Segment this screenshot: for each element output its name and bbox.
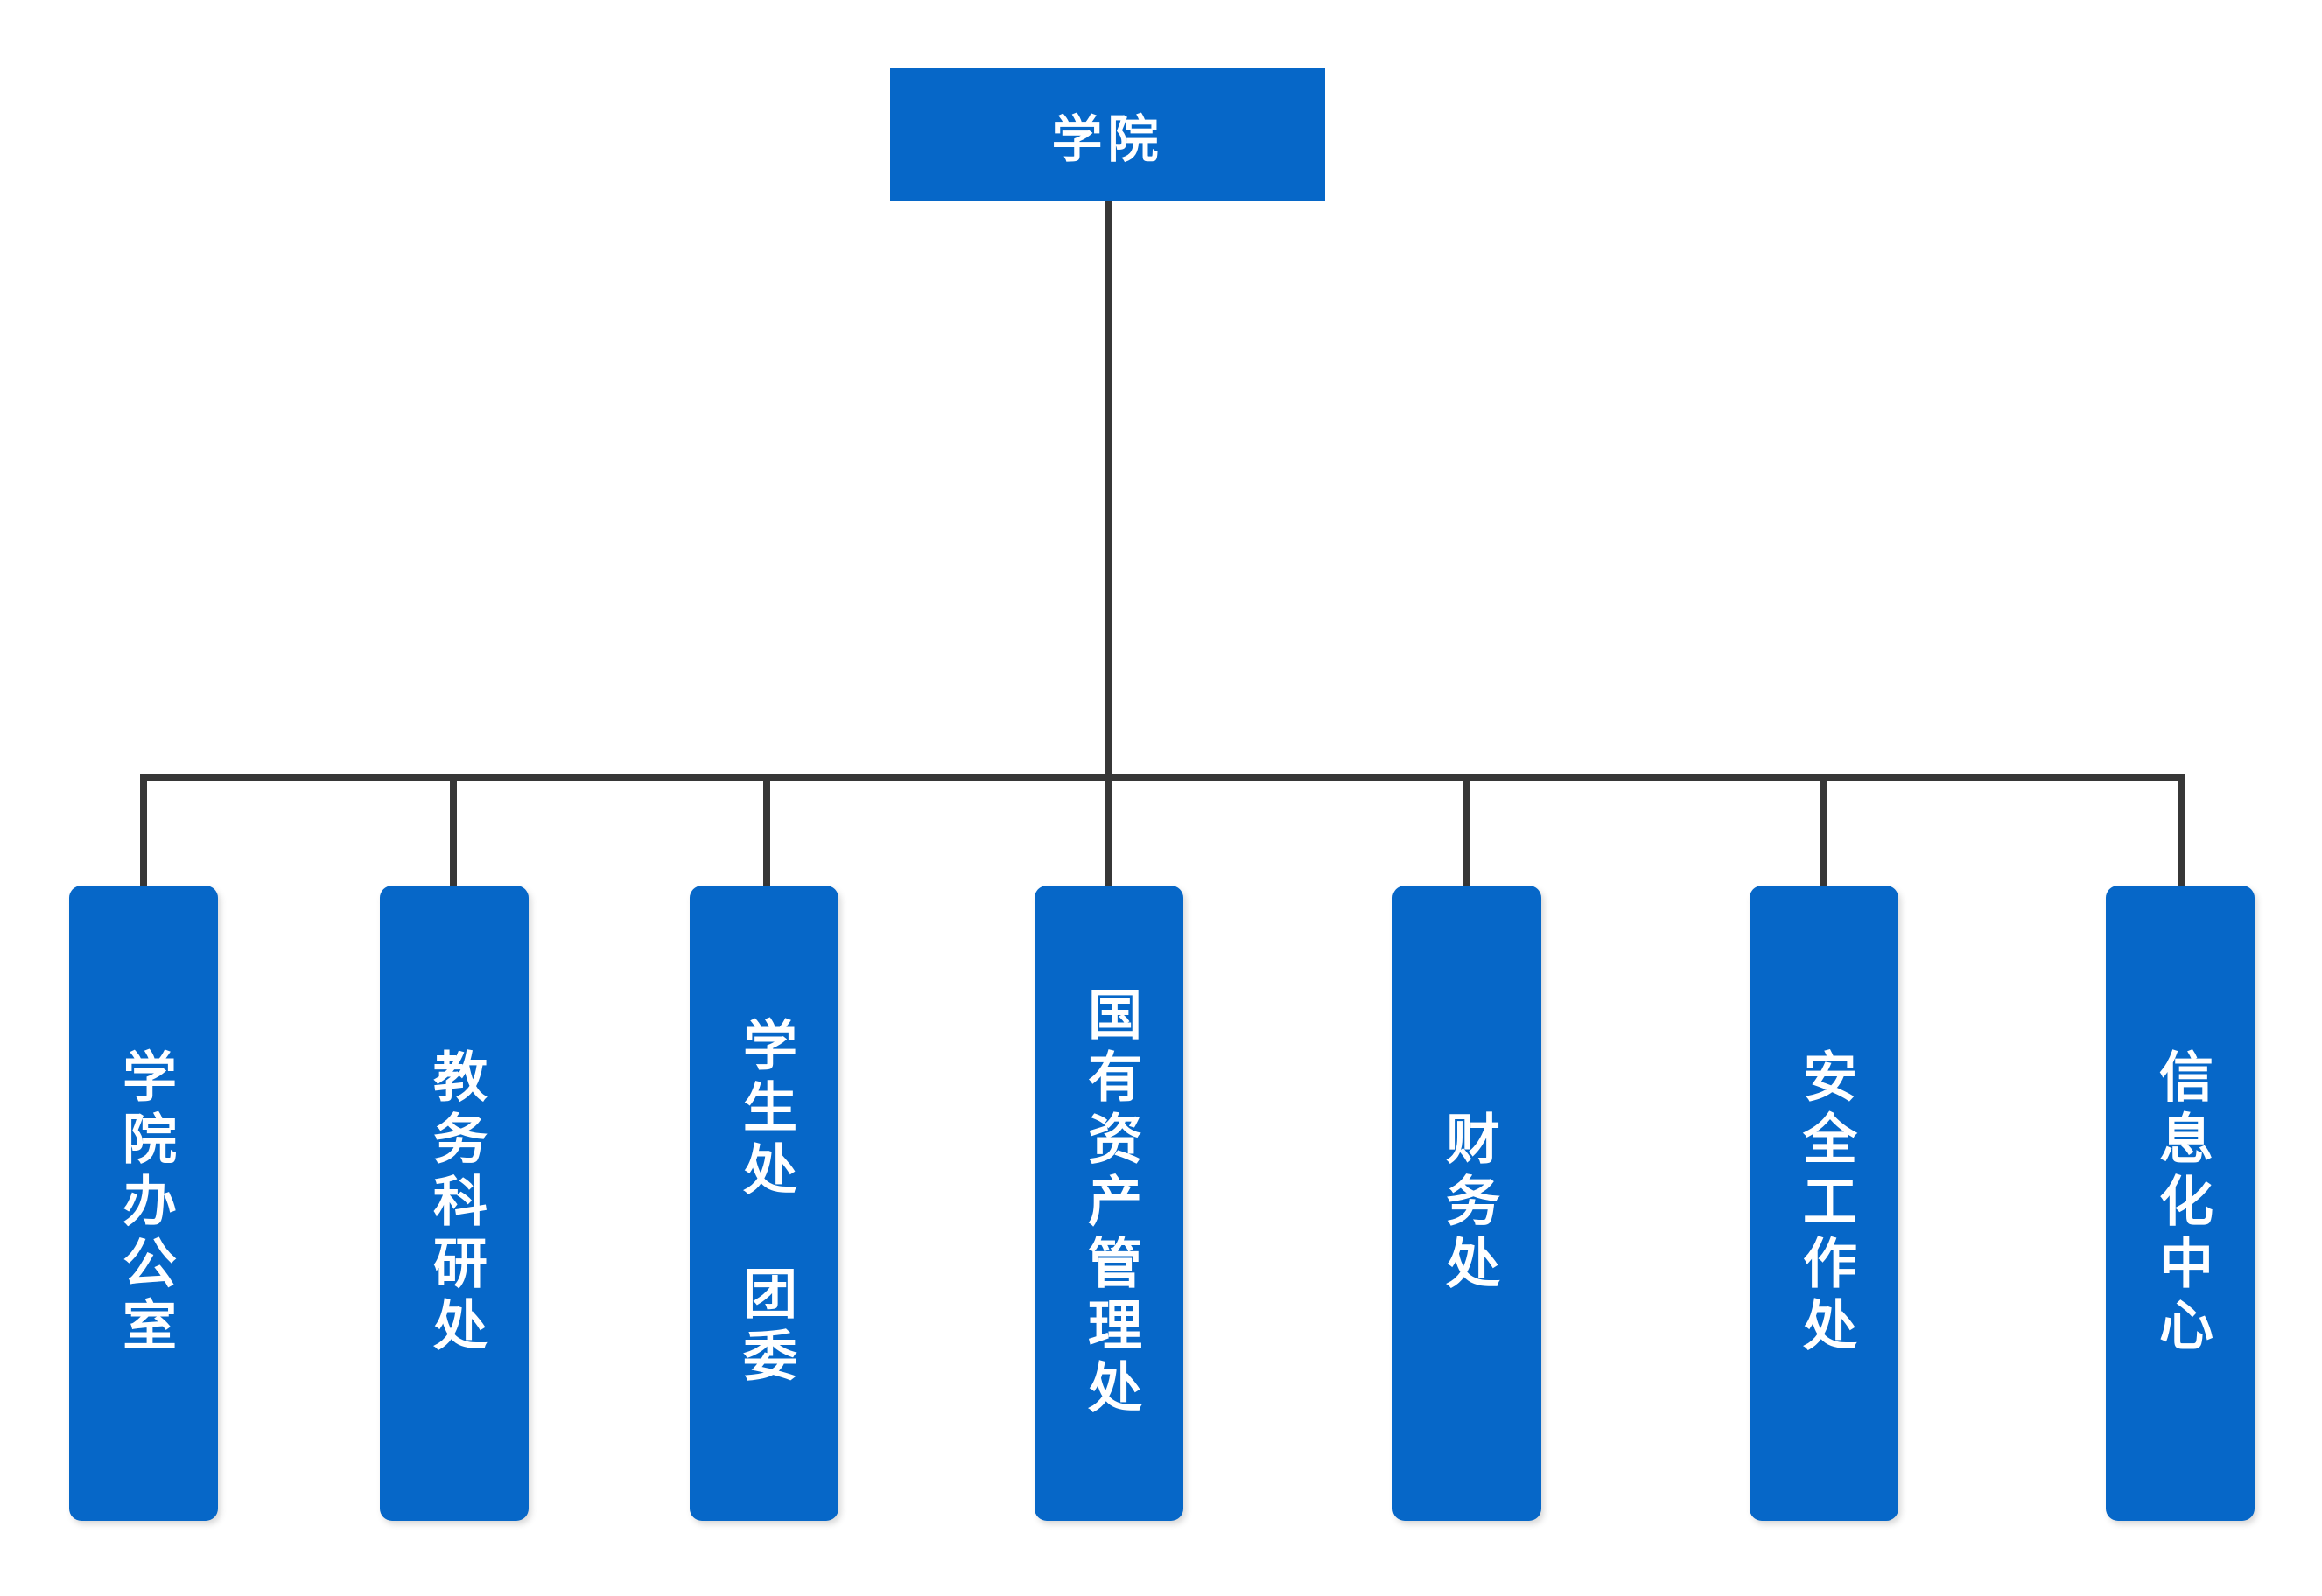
org-node-department-label: 国有资产管理处 [1079,985,1140,1421]
org-node-department: 国有资产管理处 [1035,886,1183,1521]
org-node-department-label: 学生处 团委 [734,1017,795,1390]
connector-trunk [1105,201,1112,779]
org-node-department: 信息化中心 [2106,886,2255,1521]
org-node-department: 安全工作处 [1750,886,1898,1521]
org-node-department-label: 信息化中心 [2150,1047,2211,1359]
connector-drop [140,774,147,889]
org-node-root: 学院 [890,68,1325,201]
org-node-department: 学生处 团委 [690,886,838,1521]
org-node-department: 教务科研处 [380,886,529,1521]
org-node-department-label: 学院办公室 [114,1047,174,1359]
org-node-root-label: 学院 [1051,111,1164,168]
connector-drop [450,774,457,889]
connector-horizontal-bar [140,774,2185,780]
connector-drop [2178,774,2185,889]
org-node-department-label: 安全工作处 [1794,1047,1855,1359]
org-node-department-label: 财务处 [1437,1110,1498,1297]
connector-drop [763,774,770,889]
org-node-department: 学院办公室 [69,886,218,1521]
org-node-department-label: 教务科研处 [424,1047,485,1359]
org-node-department: 财务处 [1392,886,1541,1521]
connector-drop [1463,774,1470,889]
connector-drop [1105,774,1112,889]
connector-drop [1820,774,1827,889]
